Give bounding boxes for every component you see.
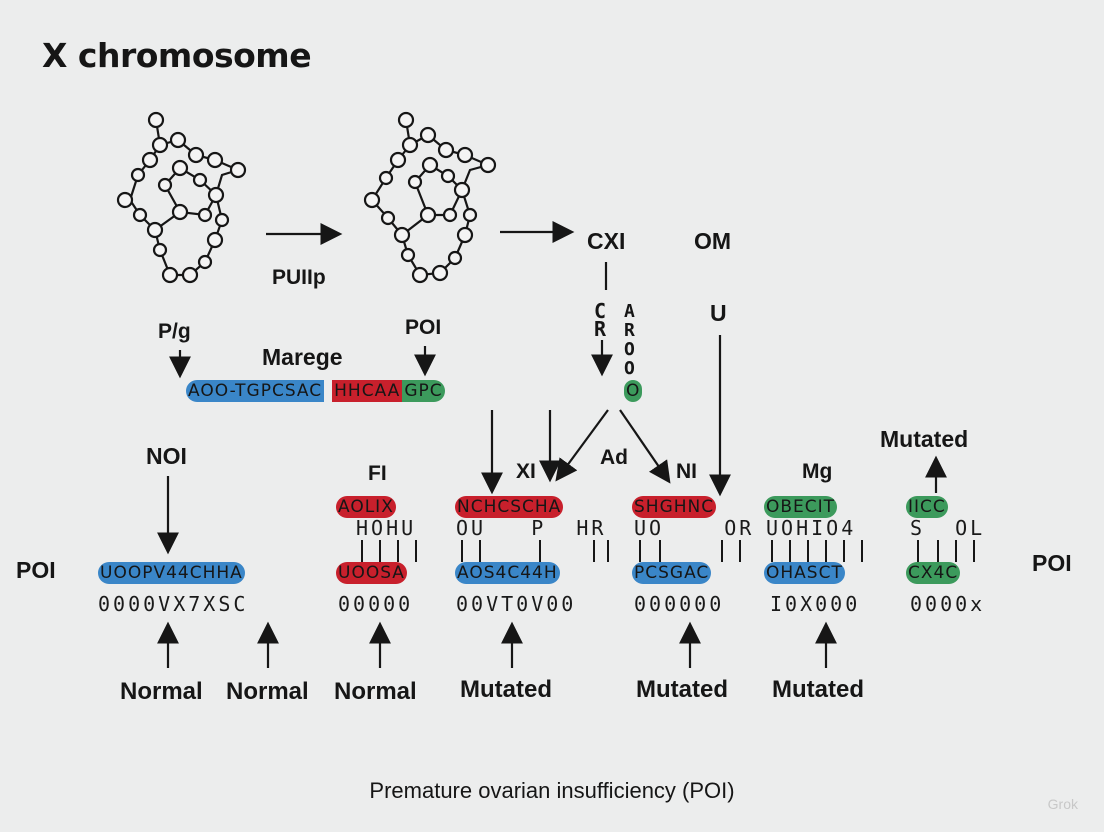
poi-top-label: POI: [405, 316, 442, 339]
main-strand-segment-red: HHCAA: [332, 380, 403, 402]
mg-label: Mg: [802, 460, 833, 483]
group-bottom-sequence: UOOSA: [336, 562, 407, 584]
main-strand-segment-green-end: O: [624, 380, 643, 402]
group-bottom-sequence: OHASCT: [764, 562, 845, 584]
rna-structure-left: [116, 111, 247, 284]
bottom-label-normal-3: Normal: [334, 678, 417, 705]
watermark: Grok: [1047, 796, 1078, 812]
main-strand-end: O: [624, 380, 643, 402]
ad-label: Ad: [600, 446, 628, 469]
group-top-sequence: IICC: [906, 496, 948, 518]
main-strand: AOO-TGPCSAC HHCAA GPC: [186, 380, 445, 402]
group-bottom-strand: PCSGAC: [632, 562, 712, 584]
ni-label: NI: [676, 460, 697, 483]
group-middle-letters: HOHU: [356, 516, 417, 540]
bottom-label-normal-1: Normal: [120, 678, 203, 705]
bottom-label-normal-2: Normal: [226, 678, 309, 705]
bottom-label-mutated-2: Mutated: [636, 676, 728, 703]
left-strand-sequence: UOOPV44CHHA: [98, 562, 245, 584]
main-strand-segment-blue: AOO-TGPCSAC: [186, 380, 325, 402]
group-numbers: 00000: [338, 592, 414, 616]
group-top-sequence: SHGHNC: [632, 496, 717, 518]
group-numbers: I0X000: [770, 592, 861, 616]
group-numbers: 0000x: [910, 592, 986, 616]
group-numbers: 00VT0V00: [456, 592, 577, 616]
mutated-top-label: Mutated: [880, 426, 969, 452]
poi-left-label: POI: [16, 557, 56, 583]
group-top-sequence: OBECIT: [764, 496, 838, 518]
group-top-sequence: NCHCSCHA: [455, 496, 564, 518]
group-middle-letters: OU P HR: [456, 516, 607, 540]
transition-label: PUIIp: [272, 266, 326, 289]
group-bottom-strand: AOS4C44H: [455, 562, 560, 584]
bottom-label-mutated-3: Mutated: [772, 676, 864, 703]
marege-label: Marege: [262, 344, 343, 370]
group-bottom-strand: CX4C: [906, 562, 961, 584]
pg-label: P/g: [158, 320, 191, 343]
left-strand: UOOPV44CHHA: [98, 562, 245, 584]
poi-right-label: POI: [1032, 550, 1072, 576]
group-bottom-sequence: AOS4C44H: [455, 562, 560, 584]
group-middle-letters: S OL: [910, 516, 986, 540]
u-label: U: [710, 300, 727, 326]
group-top-strand: AOLIX: [336, 496, 396, 518]
fi-label: FI: [368, 462, 387, 485]
group-top-strand: SHGHNC: [632, 496, 717, 518]
group-numbers: 000000: [634, 592, 725, 616]
group-top-strand: IICC: [906, 496, 948, 518]
cr-label: C R: [594, 299, 607, 341]
bottom-label-mutated-1: Mutated: [460, 676, 552, 703]
diagram-caption: Premature ovarian insufficiency (POI): [369, 778, 735, 803]
diagram-title: X chromosome: [42, 36, 312, 75]
group-bottom-sequence: CX4C: [906, 562, 961, 584]
rna-structure-middle: [363, 111, 497, 284]
group-top-strand: OBECIT: [764, 496, 838, 518]
om-label: OM: [694, 228, 732, 254]
cxi-label: CXI: [587, 228, 626, 254]
group-bottom-strand: OHASCT: [764, 562, 845, 584]
noi-label: NOI: [146, 443, 187, 469]
group-top-sequence: AOLIX: [336, 496, 396, 518]
group-bottom-strand: UOOSA: [336, 562, 407, 584]
group-bottom-sequence: PCSGAC: [632, 562, 712, 584]
main-strand-segment-green: GPC: [402, 380, 445, 402]
group-top-strand: NCHCSCHA: [455, 496, 564, 518]
group-middle-letters: UO OR: [634, 516, 755, 540]
aroo-label: A R O O: [624, 301, 635, 379]
group-middle-letters: UOHIO4: [766, 516, 857, 540]
xi-label: XI: [516, 460, 536, 483]
left-strand-numbers: 0000VX7XSC: [98, 592, 249, 616]
